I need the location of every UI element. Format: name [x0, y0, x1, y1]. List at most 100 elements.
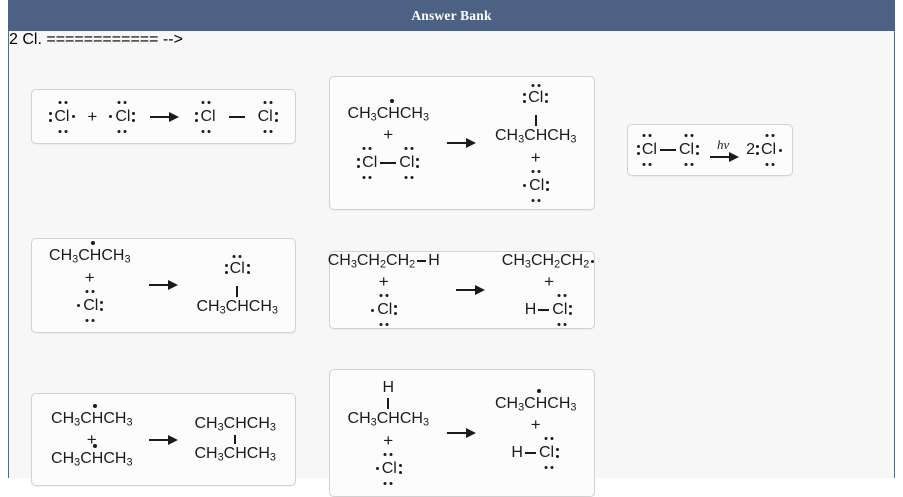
formula-hydrogen-chloride: H Cl [525, 293, 574, 327]
reactant-group: H CH3CHCH3 + Cl [348, 380, 429, 485]
formula-dimethylbutane: CH3CHCH3 CH3CHCH3 [194, 414, 276, 464]
reaction-arrow [145, 280, 183, 291]
atom-label-cl: Cl [362, 154, 378, 172]
isopropyl-radical: CH3CHCH3 [347, 98, 429, 124]
atom-label-cl: Cl [761, 141, 777, 158]
chlorine-radical: Cl [374, 452, 403, 486]
plus-sign: + [530, 415, 541, 435]
atom-label-cl: Cl [641, 141, 657, 158]
answer-bank-header: Answer Bank [8, 0, 895, 31]
formula-isopropyl: CH3CHCH3 [51, 450, 133, 469]
reactant-group: CH3CHCH3 + Cl [49, 241, 131, 323]
product-group: Cl CH3CHCH3 [197, 254, 278, 316]
reaction-arrow-photolysis: hν [706, 138, 740, 162]
plus-sign: + [383, 430, 394, 450]
formula-propane-chain: CH3CHCH3 [347, 410, 429, 429]
atom-label-cl: Cl [83, 296, 99, 314]
plus-sign: + [530, 147, 541, 167]
plus-sign: + [378, 272, 389, 292]
formula-isopropyl: CH3CHCH3 [495, 394, 577, 414]
bond-line [380, 162, 397, 165]
answer-tile-propagation-secondary-h-abstraction[interactable]: H CH3CHCH3 + Cl [329, 369, 595, 497]
isopropyl-radical: CH3CHCH3 [51, 403, 133, 429]
bond-line [534, 115, 537, 127]
formula-lower-fragment: CH3CHCH3 [194, 445, 276, 464]
chlorine-radical: Cl [521, 169, 550, 203]
atom-label-h: H [428, 252, 440, 270]
plus-sign: + [86, 430, 97, 449]
reactant-group: CH3CHCH3 + CH3CHCH3 [51, 403, 133, 469]
chlorine-radical: Cl [75, 289, 104, 323]
chlorine-radical: Cl [369, 293, 398, 327]
chlorine-radical-product: 2 Cl [746, 133, 784, 167]
atom-label-cl: Cl [54, 107, 70, 125]
page-title: Answer Bank [411, 7, 492, 23]
atom-label-h: H [382, 379, 395, 397]
chloro-substituent: Cl CH3CHCH3 [495, 83, 576, 145]
atom-label-cl: Cl [538, 444, 555, 462]
answer-tile-propagation-primary-h-abstraction[interactable]: CH3CH2CH2 H + Cl [327, 251, 597, 329]
answer-tile-termination-two-isopropyl-radicals[interactable]: CH3CHCH3 + CH3CHCH3 CH3CHCH3 [31, 393, 296, 486]
formula-upper-fragment: CH3CHCH3 [194, 414, 276, 434]
plus-sign: + [383, 125, 394, 145]
plus-sign: + [84, 267, 95, 287]
atom-label-cl: Cl [552, 301, 568, 319]
atom-label-cl: Cl [399, 154, 415, 172]
chlorine-molecule: Cl Cl [356, 146, 420, 180]
chloro-substituent: Cl CH3CHCH3 [197, 254, 278, 316]
reaction-arrow [145, 434, 183, 445]
isopropyl-radical: CH3CHCH3 [51, 444, 133, 469]
answer-tile-cl-radical-combination[interactable]: Cl + Cl [31, 89, 296, 144]
formula-2-chloropropane: CH3CHCH3 [196, 298, 278, 317]
formula-isopropyl: CH3CHCH3 [51, 409, 133, 429]
answer-tile-propagation-isopropyl-plus-cl2[interactable]: CH3CHCH3 + Cl [329, 76, 595, 210]
formula-propane: CH3CH2CH2 H [327, 251, 440, 271]
isopropyl-radical: CH3CHCH3 [495, 388, 577, 414]
atom-label-cl: Cl [678, 141, 695, 158]
answer-tile-initiation-cl2-photolysis[interactable]: Cl Cl [627, 124, 793, 176]
answer-tile-termination-isopropyl-plus-cl[interactable]: CH3CHCH3 + Cl [31, 238, 296, 333]
atom-label-h: H [524, 301, 537, 319]
photon-label: hν [716, 137, 730, 152]
atom-label-h: H [511, 444, 523, 462]
formula-propane-explicit-h: H CH3CHCH3 [347, 379, 429, 429]
formula-hydrogen-chloride: H Cl [511, 436, 560, 470]
formula-isopropyl: CH3CHCH3 [347, 104, 429, 124]
plus-sign: + [87, 107, 98, 126]
chlorine-molecule-atom-a: Cl [194, 100, 216, 134]
isopropyl-radical: CH3CHCH3 [49, 241, 131, 266]
atom-label-cl: Cl [377, 301, 393, 319]
formula-isopropyl: CH3CHCH3 [49, 247, 131, 266]
atom-label-cl: Cl [381, 459, 397, 477]
reactant-group: CH3CH2CH2 H + Cl [327, 251, 440, 327]
reaction-arrow [443, 137, 481, 148]
product-group: CH3CH2CH2 + H Cl [502, 252, 597, 327]
reaction-arrow [452, 284, 490, 295]
reactant-group: CH3CHCH3 + Cl [347, 98, 429, 180]
atom-label-cl: Cl [257, 107, 273, 125]
product-group: CH3CHCH3 + H Cl [495, 388, 577, 470]
answer-bank-body: Cl + Cl [8, 31, 895, 497]
chlorine-molecule: Cl Cl [636, 133, 700, 167]
bond-line [234, 435, 237, 444]
bond-line [417, 260, 427, 263]
atom-label-cl: Cl [529, 176, 545, 194]
atom-label-cl: Cl [115, 107, 131, 125]
bond-line [387, 398, 390, 410]
formula-propyl-radical: CH3CH2CH2 [502, 252, 597, 270]
atom-label-cl: Cl [229, 260, 245, 278]
plus-sign: + [544, 272, 554, 292]
bond-line [659, 149, 676, 151]
chlorine-radical-left: Cl [48, 100, 77, 134]
product-group: CH3CHCH3 CH3CHCH3 [194, 414, 276, 464]
product-group: Cl CH3CHCH3 + Cl [495, 83, 576, 202]
bond-line [524, 452, 536, 455]
answer-bank-panel: Answer Bank Cl + [8, 0, 895, 497]
bond-line [228, 115, 245, 118]
stoichiometric-coefficient: 2 [746, 141, 755, 158]
reaction-arrow [146, 111, 184, 122]
bond-line [538, 309, 550, 312]
chlorine-radical-right: Cl [107, 100, 136, 134]
atom-label-cl: Cl [528, 89, 544, 107]
chlorine-molecule-atom-b: Cl [257, 100, 279, 134]
